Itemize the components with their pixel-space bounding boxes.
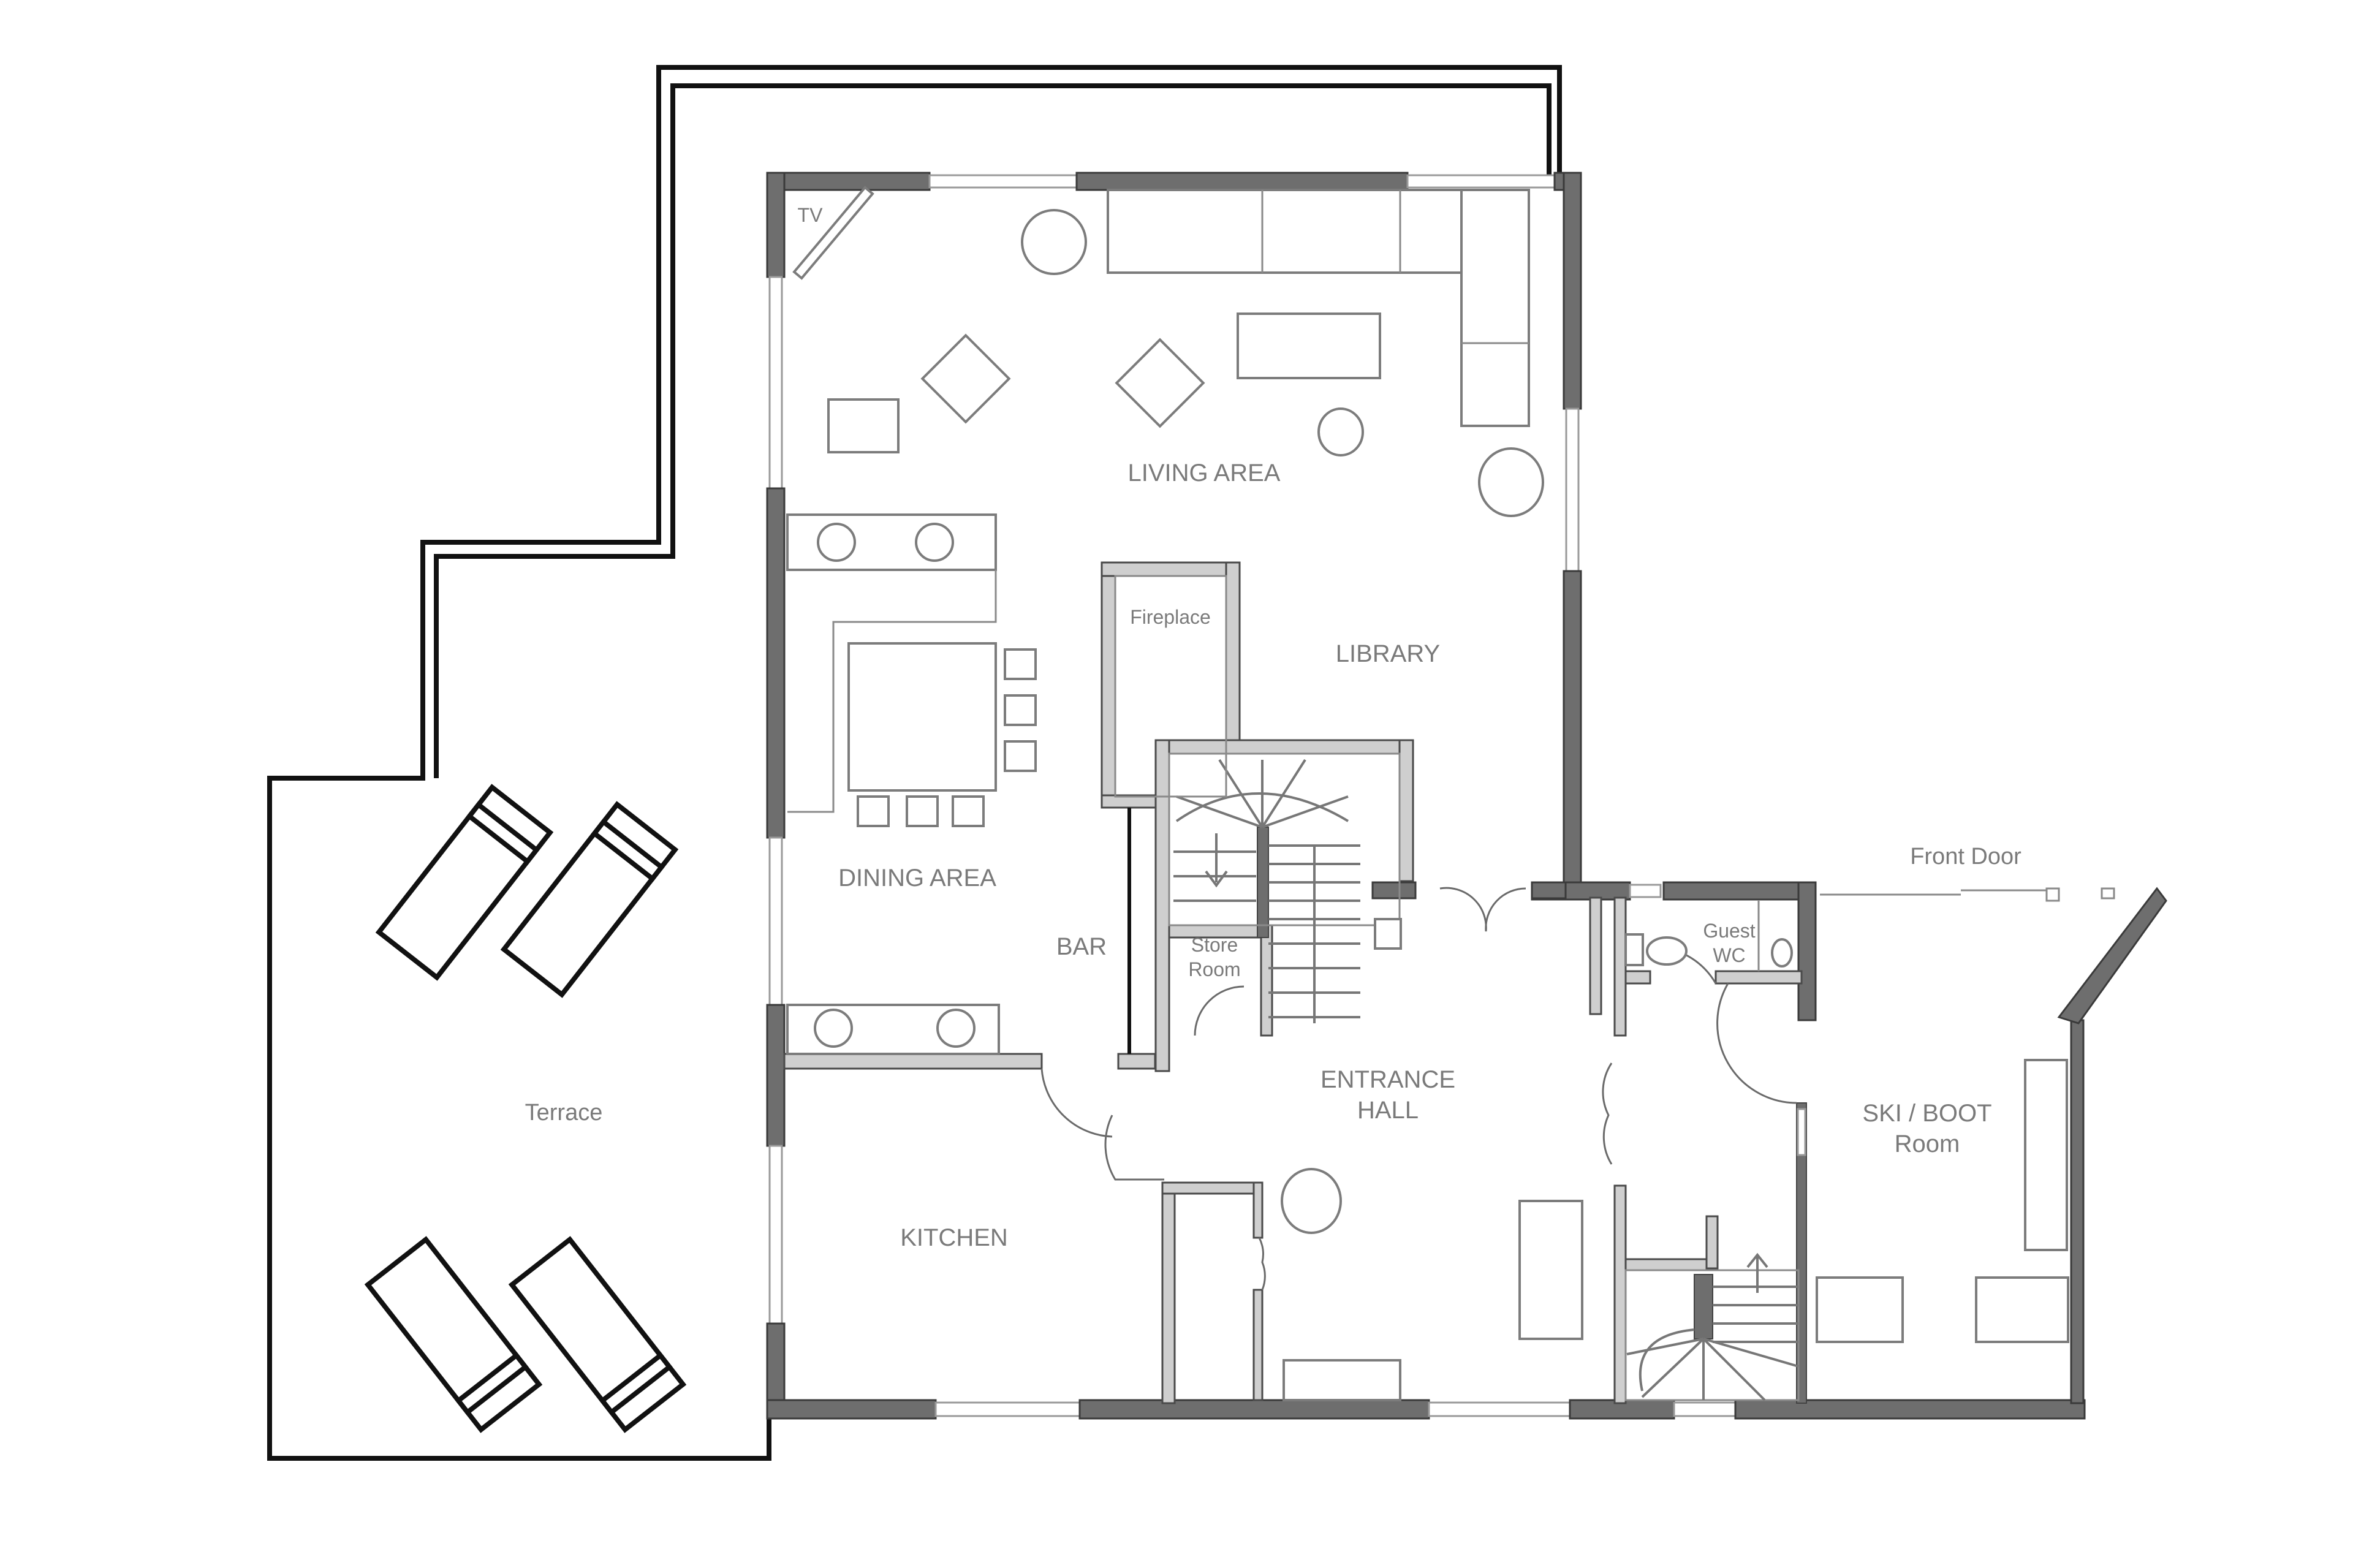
terrace-loungers	[364, 784, 687, 1433]
interior-walls	[783, 561, 1807, 1404]
label-ski-boot-2: Room	[1895, 1131, 1960, 1157]
label-entrance-hall-2: HALL	[1357, 1097, 1419, 1124]
stair-up-arrow-icon	[1746, 1252, 1768, 1293]
label-library: LIBRARY	[1336, 640, 1440, 667]
main-staircase	[1168, 752, 1401, 1023]
secondary-staircase	[1624, 1252, 1800, 1401]
fireplace	[1114, 575, 1227, 798]
tv-icon	[792, 186, 874, 280]
entrance-furniture	[1281, 1168, 1583, 1401]
exterior-walls	[766, 172, 2167, 1420]
lounger-icon	[375, 784, 554, 981]
stair-down-arrow-icon	[1205, 833, 1228, 888]
label-guest-wc-1: Guest	[1703, 920, 1755, 942]
armchair-icon	[1115, 338, 1205, 428]
label-ski-boot-1: SKI / BOOT	[1862, 1100, 1991, 1127]
dining-furniture	[786, 513, 1037, 1055]
lounger-icon	[364, 1236, 543, 1433]
room-labels: LIVING AREA LIBRARY DINING AREA BAR KITC…	[525, 204, 2022, 1251]
label-guest-wc-2: WC	[1713, 944, 1745, 966]
stair-treads	[1173, 844, 1360, 1023]
label-front-door: Front Door	[1910, 844, 2021, 869]
armchair-icon	[827, 398, 900, 453]
front-door-panels	[1820, 887, 2115, 902]
lounger-icon	[500, 801, 679, 998]
armchair-icon	[920, 333, 1011, 424]
skiboot-furniture	[1816, 1059, 2069, 1343]
living-furniture	[792, 186, 1544, 517]
label-living-area: LIVING AREA	[1128, 460, 1281, 487]
lounger-icon	[508, 1236, 687, 1433]
label-store-room-1: Store	[1191, 934, 1238, 956]
label-entrance-hall-1: ENTRANCE	[1320, 1066, 1455, 1093]
label-store-room-2: Room	[1188, 958, 1240, 980]
guest-wc-fixtures	[1624, 901, 1793, 971]
label-kitchen: KITCHEN	[900, 1224, 1008, 1251]
label-tv: TV	[798, 204, 824, 226]
label-fireplace: Fireplace	[1130, 606, 1211, 628]
terrace-outline	[267, 65, 1562, 1461]
label-dining-area: DINING AREA	[838, 865, 996, 892]
label-bar: BAR	[1056, 933, 1107, 960]
label-terrace: Terrace	[525, 1100, 603, 1126]
